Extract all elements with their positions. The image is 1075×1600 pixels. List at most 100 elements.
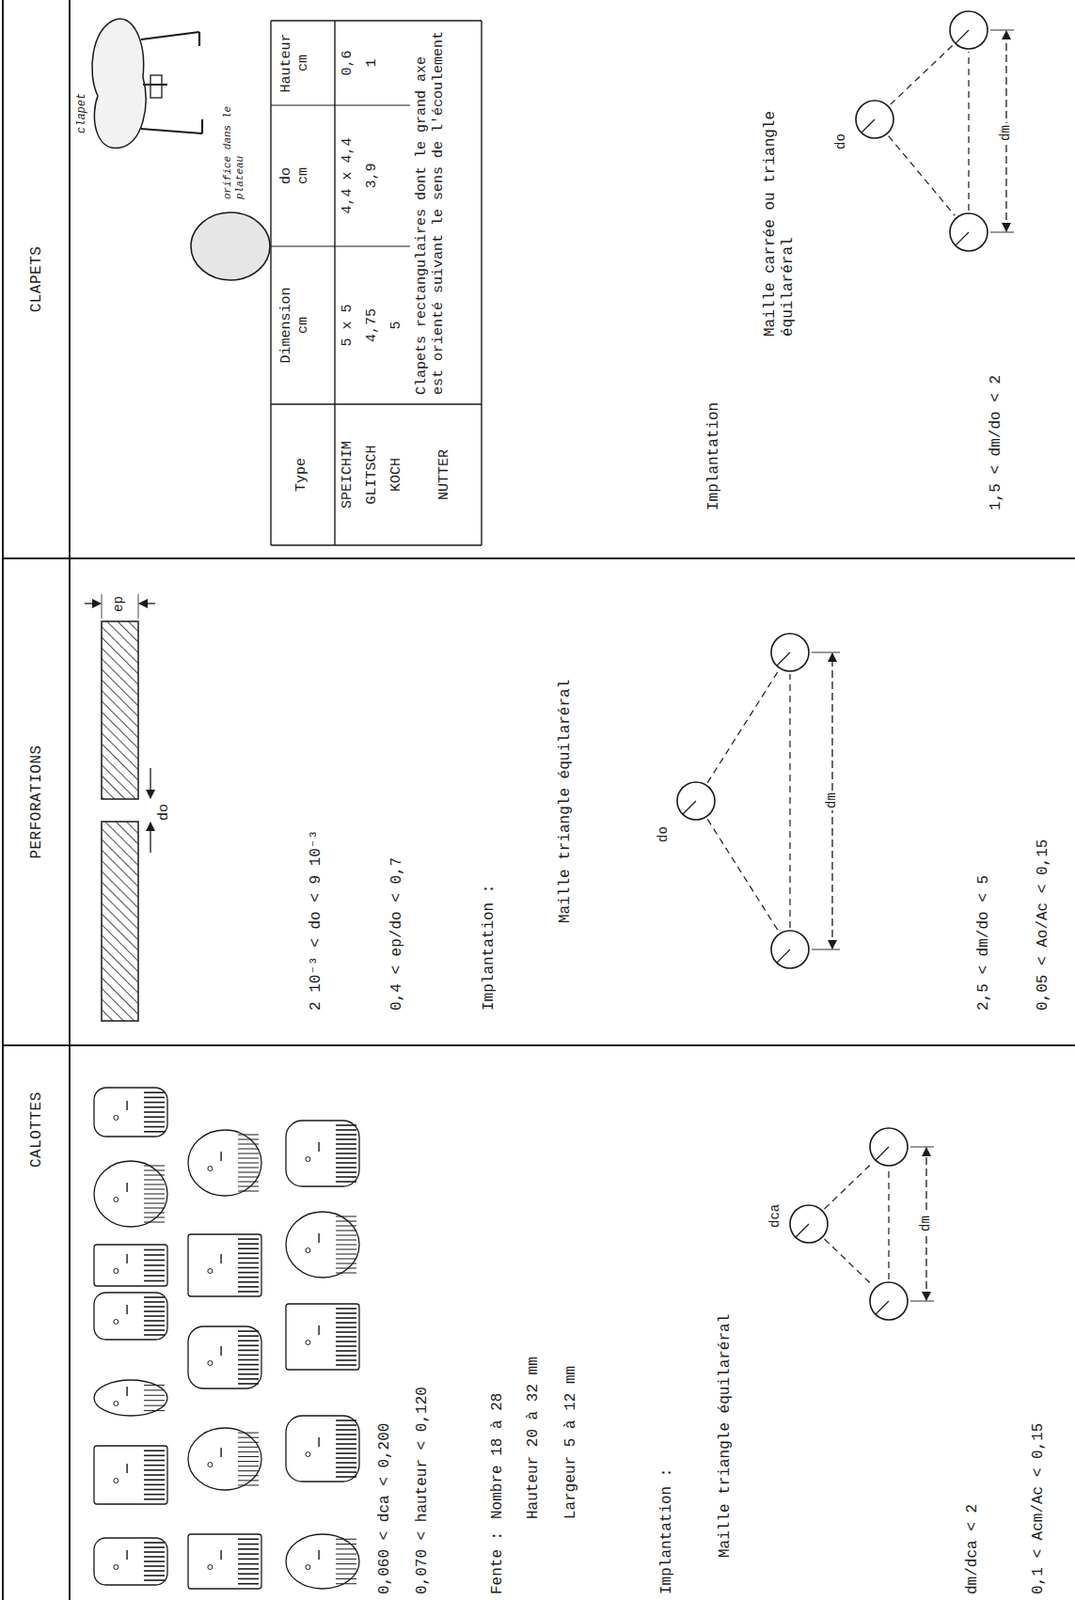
cap-slot [143, 1565, 165, 1568]
cap-slot [143, 1122, 165, 1124]
cap-slot [143, 1390, 165, 1392]
cap-bolt [113, 1402, 119, 1407]
cap-slot [335, 1308, 357, 1311]
cap-slot [335, 1424, 357, 1427]
extension-line [811, 652, 840, 654]
cap-slot [237, 1258, 259, 1261]
cap-slot [143, 1091, 165, 1094]
bubble-cap-icon [285, 1121, 360, 1187]
cap-slot [237, 1158, 259, 1160]
cap-bolt [113, 1116, 119, 1122]
formula-text: 1,5 < dm/do < 2 [987, 375, 1006, 511]
cap-slot [335, 1153, 357, 1155]
cap-slot [237, 1281, 259, 1284]
cap-slot [335, 1568, 357, 1570]
cap-slot [335, 1574, 357, 1576]
cap-slot [237, 1470, 259, 1472]
cap-slot [335, 1249, 357, 1251]
cap-slot [335, 1167, 357, 1170]
cap-slot [237, 1456, 259, 1458]
cap-slot [143, 1479, 165, 1482]
formula-text: 0,4 < ep/do < 0,7 [388, 857, 407, 1012]
cap-slot [237, 1163, 259, 1165]
cap-slot [335, 1453, 357, 1455]
dimension-arrow [149, 822, 151, 854]
cap-bolt [305, 1453, 311, 1458]
cap-slot [143, 1450, 165, 1453]
cap-slot [143, 1580, 165, 1582]
bubble-cap-icon [285, 1416, 360, 1483]
note-text: Maille carrée ou triangle équilaréral [761, 96, 798, 337]
cap-mark [126, 1305, 127, 1315]
cap-slot [237, 1149, 259, 1151]
cap-slot [143, 1254, 165, 1257]
cap-body [285, 1212, 360, 1279]
bubble-cap-icon [285, 1534, 360, 1590]
cap-slot [143, 1102, 165, 1105]
cap-bolt [207, 1167, 213, 1172]
cap-slot [237, 1466, 259, 1468]
cap-slot [237, 1272, 259, 1275]
cap-bolt [305, 1565, 311, 1571]
radius-mark [776, 949, 791, 964]
cap-slot [143, 1470, 165, 1472]
cap-slot [237, 1583, 259, 1586]
formula-text: 0,1 < Acm/Ac < 0,15 [1029, 1423, 1048, 1596]
valve-disc [92, 18, 146, 148]
cap-mark [126, 1183, 127, 1193]
hole-circle [949, 11, 988, 49]
cap-slot [237, 1378, 259, 1381]
cap-slot [335, 1231, 357, 1233]
cap-slot [143, 1116, 165, 1119]
cap-slot [237, 1350, 259, 1353]
valve-foot [198, 31, 201, 47]
cap-slot [143, 1556, 165, 1559]
cap-slot [237, 1263, 259, 1265]
cap-slot [335, 1273, 357, 1275]
column-header: CALOTTES [3, 1045, 69, 1600]
table-cell: 4,4 x 4,4 [339, 105, 357, 247]
hole-circle [949, 213, 988, 252]
cap-body [188, 1327, 262, 1390]
table-cell: NUTTER [436, 404, 454, 546]
cap-mark [317, 1233, 319, 1244]
cap-mark [220, 1254, 222, 1265]
mesh-line [824, 1239, 874, 1287]
note-text: Maille triangle équilaréral [716, 1314, 735, 1559]
cap-body [188, 1130, 262, 1197]
cap-slot [143, 1213, 165, 1215]
cap-slot [237, 1330, 259, 1333]
radius-mark [955, 232, 969, 246]
table-line [480, 20, 482, 546]
bubble-cap-icon [188, 1130, 262, 1197]
cap-slot [335, 1559, 357, 1561]
cap-slot [335, 1226, 357, 1228]
cap-bolt [207, 1361, 213, 1367]
cap-slot [237, 1475, 259, 1477]
cap-slot [143, 1170, 165, 1172]
cap-slot [335, 1143, 357, 1146]
section-label: Implantation : [658, 1469, 677, 1596]
cap-slot [143, 1410, 165, 1412]
cap-slot [335, 1171, 357, 1174]
cap-slot [143, 1106, 165, 1109]
cap-slot [143, 1547, 165, 1550]
cap-slot [143, 1395, 165, 1397]
note-text: Nombre 18 à 28 [489, 1393, 507, 1520]
cap-slot [143, 1296, 165, 1299]
cap-slot [335, 1259, 357, 1261]
formula-text: 2 10⁻³ < do < 9 10⁻³ [307, 830, 326, 1012]
table-cell: do cm [278, 158, 313, 193]
table-cell: Hauteur cm [278, 27, 313, 99]
cap-slot [143, 1249, 165, 1252]
cap-mark [126, 1254, 127, 1265]
cap-slot [143, 1111, 165, 1114]
cap-slot [335, 1467, 357, 1470]
cap-slot [335, 1217, 357, 1218]
cap-slot [237, 1182, 259, 1184]
cap-slot [335, 1564, 357, 1566]
part-name: clapet [75, 93, 89, 134]
cap-slot [237, 1538, 259, 1541]
valve-leg [141, 128, 203, 134]
